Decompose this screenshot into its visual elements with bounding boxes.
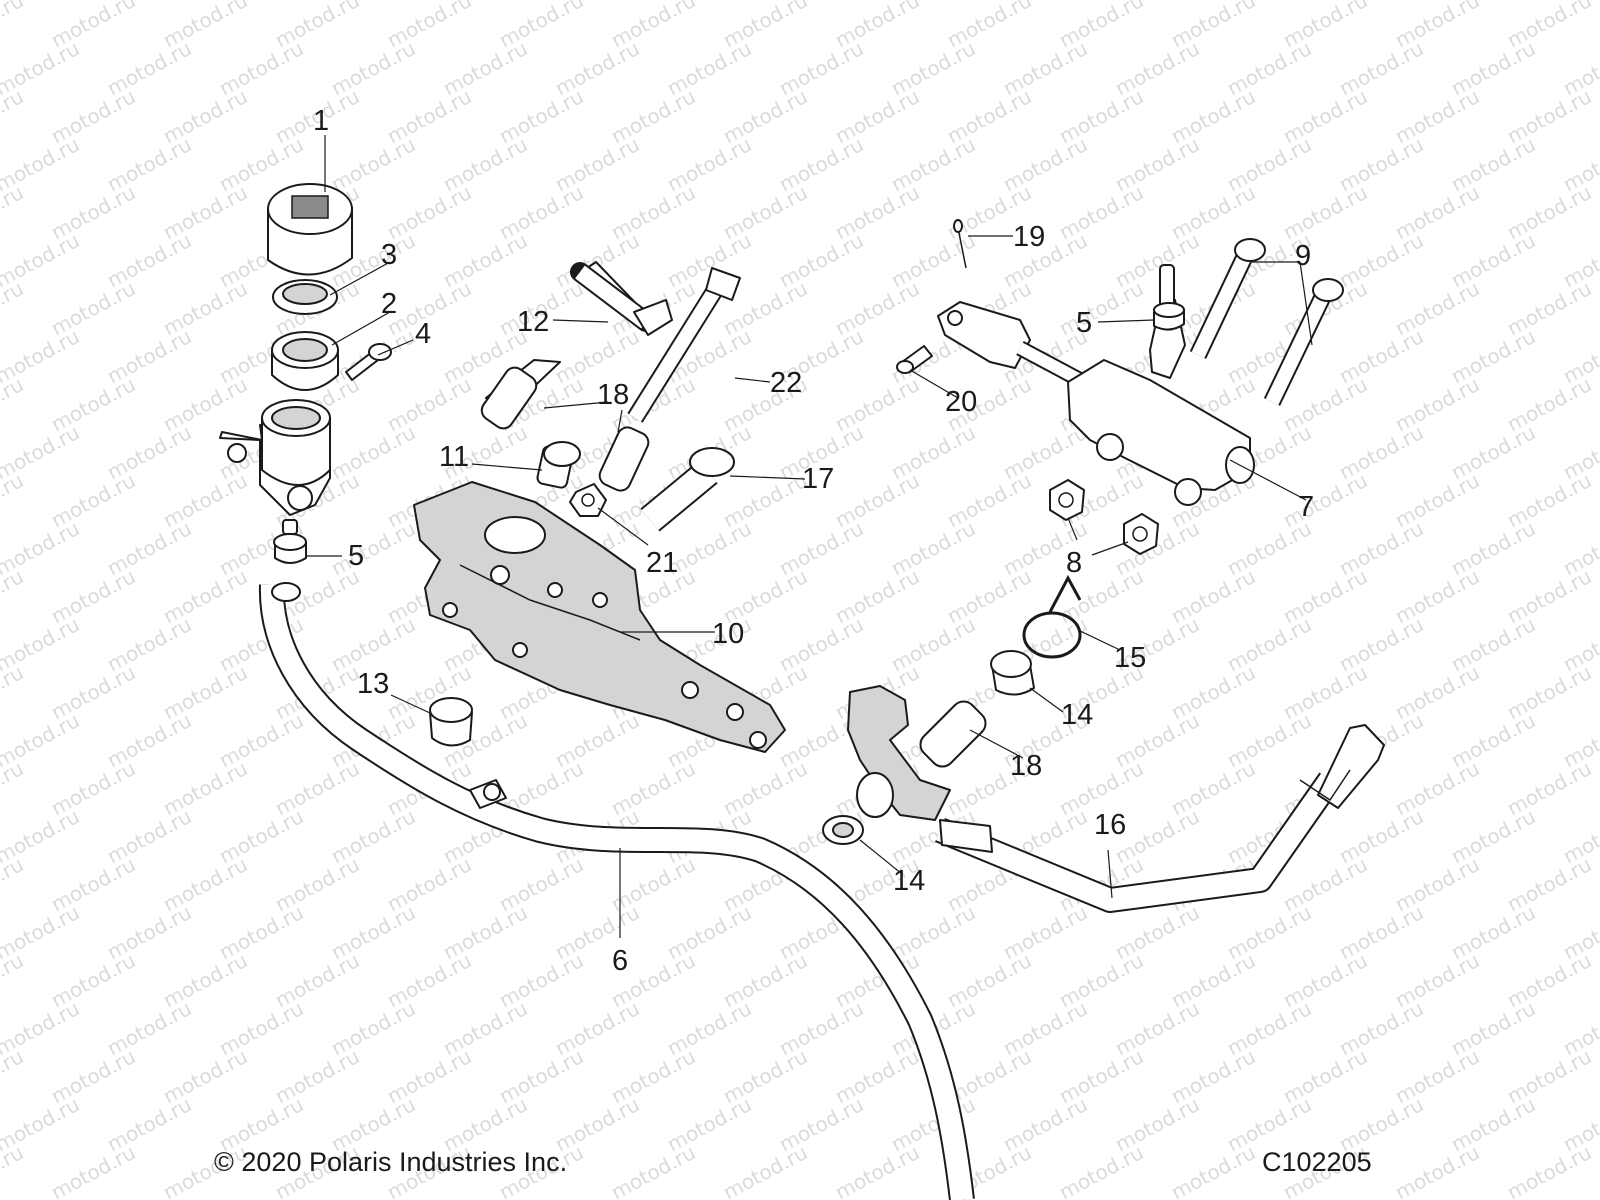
watermark-text: motod.ru xyxy=(0,84,27,148)
bolt-9-b xyxy=(1263,278,1344,406)
callout-22: 22 xyxy=(770,367,802,399)
clutch-hose xyxy=(258,582,975,1200)
bushing-14-lower xyxy=(822,815,864,845)
clevis-pin xyxy=(896,345,933,374)
watermark-text: motod.ru xyxy=(1391,1140,1483,1200)
hose-clip xyxy=(469,779,507,809)
callout-12: 12 xyxy=(517,306,549,338)
watermark-text: motod.ru xyxy=(831,1140,923,1200)
callout-17: 17 xyxy=(802,463,834,495)
watermark-text: motod.ru xyxy=(0,948,27,1012)
cotter-pin xyxy=(953,219,967,269)
return-spring xyxy=(1022,574,1082,659)
watermark-text: motod.ru xyxy=(607,1140,699,1200)
watermark-text: motod.ru xyxy=(719,1140,811,1200)
watermark-text: motod.ru xyxy=(0,756,27,820)
callout-14-upper: 14 xyxy=(1061,699,1093,731)
grommet-13 xyxy=(429,697,473,747)
watermark-text: motod.ru xyxy=(0,372,27,436)
watermark-text: motod.ru xyxy=(47,1140,139,1200)
callout-1: 1 xyxy=(313,105,329,137)
spacer-18-top xyxy=(480,359,561,430)
nut-8-b xyxy=(1123,513,1159,555)
watermark-text: motod.ru xyxy=(0,564,27,628)
watermark-text: motod.ru xyxy=(0,1140,27,1200)
callout-18-top: 18 xyxy=(597,379,629,411)
watermark-text: motod.ru xyxy=(0,1044,27,1108)
callout-2: 2 xyxy=(381,288,397,320)
callout-20: 20 xyxy=(945,386,977,418)
bolt-11 xyxy=(536,441,581,489)
hose-clamp-right xyxy=(1153,302,1185,331)
bracket-plate xyxy=(413,481,786,753)
watermark-text: motod.ru xyxy=(0,468,27,532)
callout-21: 21 xyxy=(646,547,678,579)
watermark-text: motod.ru xyxy=(0,660,27,724)
watermark-text: motod.ru xyxy=(0,180,27,244)
watermark-text: motod.ru xyxy=(1055,1140,1147,1200)
callout-7: 7 xyxy=(1298,491,1314,523)
callout-5-left: 5 xyxy=(348,540,364,572)
hose-clamp-left xyxy=(273,519,307,564)
leader-lines xyxy=(305,135,1313,938)
nut-8-a xyxy=(1049,479,1085,521)
watermark-text: motod.ru xyxy=(0,0,27,52)
watermark-text: motod.ru xyxy=(0,852,27,916)
callout-16: 16 xyxy=(1094,809,1126,841)
callout-10: 10 xyxy=(712,618,744,650)
bolt-22 xyxy=(627,267,741,423)
nut-21 xyxy=(569,483,607,517)
bolt-17 xyxy=(640,447,735,532)
callout-8-a: 8 xyxy=(1066,547,1082,579)
callouts: 1 3 2 4 5 12 18 22 11 18 17 21 10 13 6 1… xyxy=(313,105,1314,977)
reservoir-cap xyxy=(267,183,353,276)
callout-18-lower: 18 xyxy=(1010,750,1042,782)
reservoir-body xyxy=(219,399,331,516)
watermark-text: motod.ru xyxy=(1167,1140,1259,1200)
copyright-text: © 2020 Polaris Industries Inc. xyxy=(214,1147,568,1177)
screw xyxy=(345,343,392,381)
bushing-14-upper xyxy=(990,650,1035,696)
callout-3: 3 xyxy=(381,239,397,271)
spacer-18-lower xyxy=(919,700,987,768)
callout-14-lower: 14 xyxy=(893,865,925,897)
callout-9: 9 xyxy=(1295,240,1311,272)
clutch-pedal xyxy=(847,685,1385,913)
master-cylinder xyxy=(937,264,1255,506)
figure-code: C102205 xyxy=(1262,1147,1372,1177)
callout-13: 13 xyxy=(357,668,389,700)
grommet xyxy=(271,331,339,391)
callout-6: 6 xyxy=(612,945,628,977)
bolt-12 xyxy=(570,261,673,336)
diaphragm xyxy=(272,279,338,315)
callout-15: 15 xyxy=(1114,642,1146,674)
watermark-text: motod.ru xyxy=(1503,1140,1595,1200)
spacer-18-mid xyxy=(598,426,650,492)
bolt-9-a xyxy=(1189,238,1266,359)
watermark-text: motod.ru xyxy=(0,276,27,340)
callout-19: 19 xyxy=(1013,221,1045,253)
callout-11: 11 xyxy=(439,441,469,473)
callout-4: 4 xyxy=(415,318,431,350)
callout-5-right: 5 xyxy=(1076,307,1092,339)
